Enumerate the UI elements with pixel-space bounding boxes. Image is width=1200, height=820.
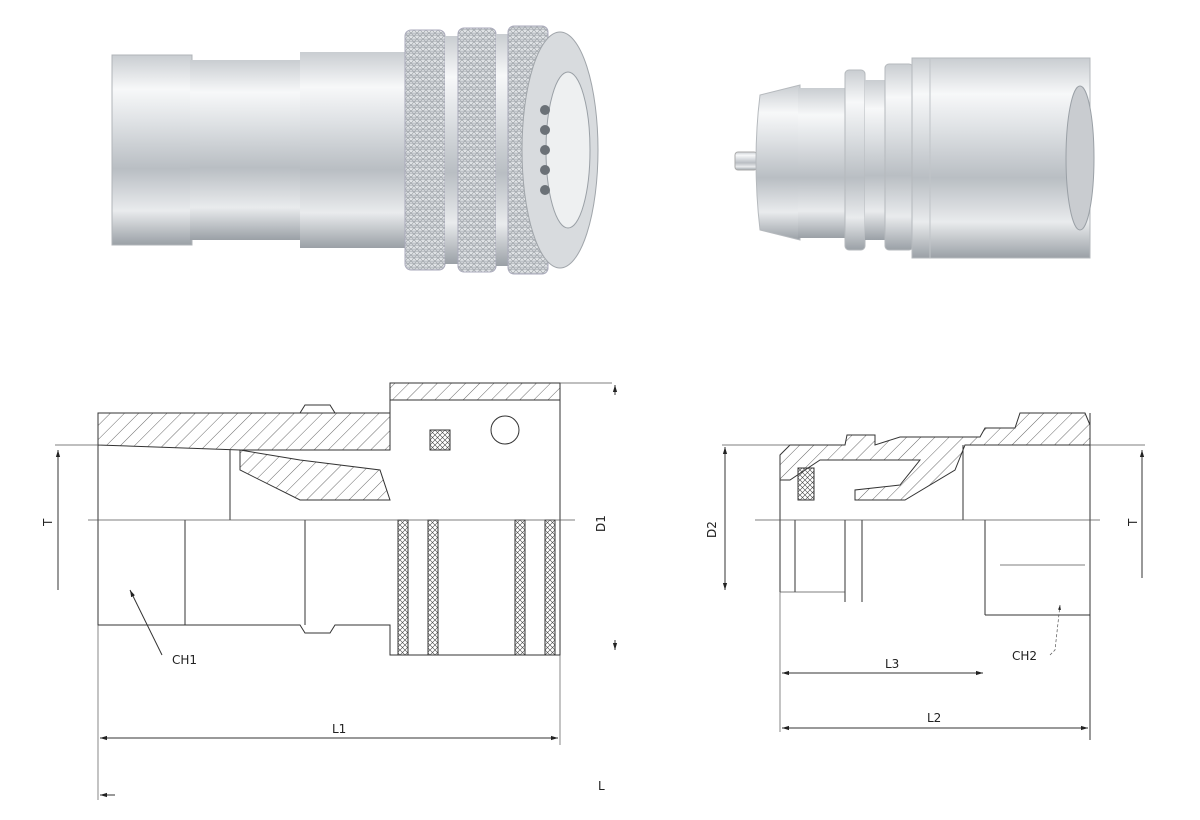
male-plug-drawing: D2 T CH2 L3 L2 <box>705 412 1145 740</box>
male-plug-photo <box>734 57 1095 259</box>
label-L1: L1 <box>332 722 346 736</box>
female-coupler-drawing: T D1 CH1 L1 L <box>41 382 618 800</box>
label-D2: D2 <box>705 521 719 538</box>
label-T-left: T <box>41 518 55 527</box>
label-T-right: T <box>1126 518 1140 527</box>
label-L3: L3 <box>885 657 899 671</box>
label-D1: D1 <box>594 515 608 532</box>
label-CH1: CH1 <box>172 653 197 667</box>
female-coupler-photo <box>111 25 599 275</box>
label-CH2: CH2 <box>1012 649 1037 663</box>
label-L2: L2 <box>927 711 941 725</box>
label-L: L <box>598 779 605 793</box>
